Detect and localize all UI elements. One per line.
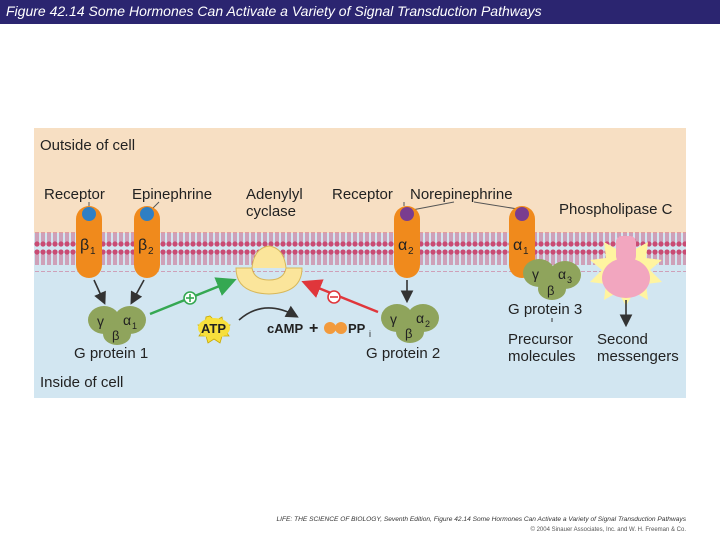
gp1-alpha-sub: 1: [132, 321, 137, 331]
gp2-gamma: γ: [390, 311, 397, 327]
ppi-sub: i: [369, 329, 371, 339]
ppi-label: PP: [348, 321, 366, 336]
camp-label: cAMP: [267, 321, 303, 336]
gp2-alpha-sub: 2: [425, 319, 430, 329]
slide-title: Figure 42.14 Some Hormones Can Activate …: [6, 3, 542, 19]
norepinephrine-label: Norepinephrine: [410, 186, 513, 203]
cell-membrane: [34, 232, 686, 272]
receptor-alpha1: α 1: [509, 206, 535, 278]
gp3-beta: β: [547, 283, 554, 298]
figure-credit-line-1: LIFE: THE SCIENCE OF BIOLOGY, Seventh Ed…: [276, 516, 687, 523]
g-protein-1-label: G protein 1: [74, 345, 148, 362]
receptor-beta2-symbol: β: [138, 237, 147, 254]
gp1-beta: β: [112, 328, 119, 343]
inside-cell-label: Inside of cell: [40, 374, 123, 391]
receptor-beta1-symbol: β: [80, 237, 89, 254]
pyrophosphate-icon: [324, 322, 347, 334]
phospholipase-c-enzyme: [602, 236, 650, 298]
receptor-alpha1-symbol: α: [513, 237, 522, 254]
signal-pathway-diagram: Outside of cell Inside of cell Receptor …: [34, 128, 686, 398]
gp3-alpha-sub: 3: [567, 275, 572, 285]
gp1-gamma: γ: [97, 313, 104, 329]
receptor-beta1: β 1: [76, 206, 102, 278]
arrow-beta1-to-gp1: [93, 279, 106, 305]
inhibition-minus-icon: [327, 290, 341, 304]
inhibition-arrow: [301, 279, 379, 314]
gp2-beta: β: [405, 326, 412, 341]
atp-starburst: [197, 315, 231, 344]
epinephrine-label: Epinephrine: [132, 186, 212, 203]
g-protein-2-label: G protein 2: [366, 345, 440, 362]
precursor-label-1: Precursor: [508, 331, 573, 348]
outside-cell-label: Outside of cell: [40, 137, 135, 154]
g-protein-1: γ α 1 β: [88, 306, 146, 345]
norepinephrine-ligand-2: [515, 207, 529, 221]
second-messengers-label-1: Second: [597, 331, 648, 348]
receptor-alpha1-sub: 1: [523, 246, 529, 257]
g-protein-2: γ α 2 β: [381, 304, 439, 343]
receptor-alpha2-symbol: α: [398, 237, 407, 254]
reaction-arrow: [238, 305, 299, 321]
pointer-norepinephrine: [411, 201, 455, 211]
epinephrine-ligand-2: [140, 207, 154, 221]
second-messengers-label-2: messengers: [597, 348, 679, 365]
epinephrine-ligand-1: [82, 207, 96, 221]
receptor-label-1: Receptor: [44, 186, 105, 203]
arrow-beta2-to-gp1: [130, 279, 145, 305]
receptor-alpha2: α 2: [394, 206, 420, 278]
title-bar: Figure 42.14 Some Hormones Can Activate …: [0, 0, 720, 24]
receptor-alpha2-sub: 2: [408, 246, 414, 257]
gp3-alpha: α: [558, 266, 566, 282]
norepinephrine-ligand-1: [400, 207, 414, 221]
figure-credit-line-2: © 2004 Sinauer Associates, Inc. and W. H…: [530, 527, 687, 533]
gp2-alpha: α: [416, 310, 424, 326]
phospholipase-label: Phospholipase C: [559, 201, 673, 218]
precursor-label-2: molecules: [508, 348, 576, 365]
cyclase-label: cyclase: [246, 203, 296, 220]
adenylyl-cyclase-enzyme: [235, 245, 303, 295]
receptor-beta1-sub: 1: [90, 246, 96, 257]
receptor-label-2: Receptor: [332, 186, 393, 203]
plus-sign: +: [309, 320, 318, 337]
gp1-alpha: α: [123, 312, 131, 328]
receptor-beta2: β 2: [134, 206, 160, 278]
receptor-beta2-sub: 2: [148, 246, 154, 257]
g-protein-3-label: G protein 3: [508, 301, 582, 318]
g-protein-3: γ α 3 β: [523, 259, 581, 300]
atp-label: ATP: [201, 321, 226, 336]
gp3-gamma: γ: [532, 266, 539, 282]
adenylyl-label: Adenylyl: [246, 186, 303, 203]
stimulation-plus-icon: [183, 291, 197, 305]
